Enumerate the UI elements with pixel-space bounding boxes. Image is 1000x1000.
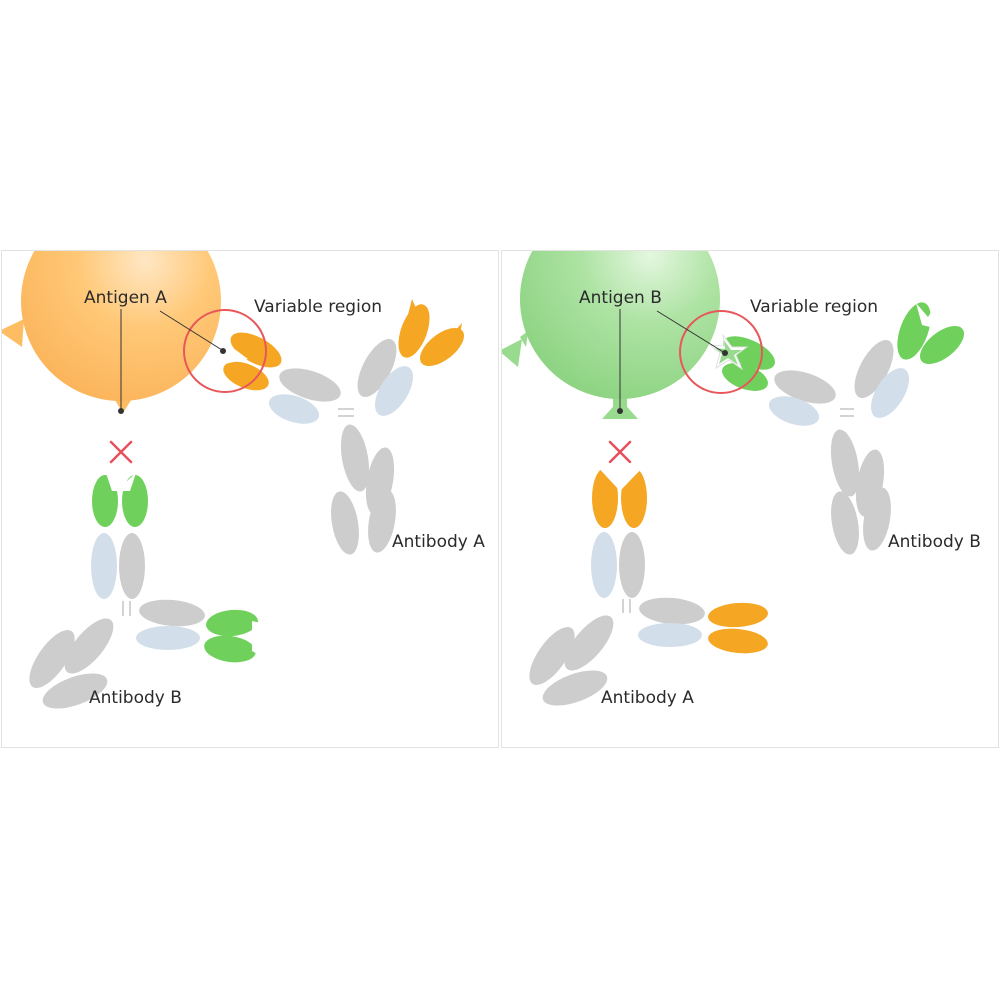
antibody-b-unbound bbox=[29, 469, 274, 709]
antigen-b bbox=[502, 251, 720, 419]
leader-dot bbox=[617, 408, 623, 414]
leader-dot bbox=[220, 348, 226, 354]
antigen-label: Antigen A bbox=[84, 288, 167, 308]
antigen-label: Antigen B bbox=[579, 288, 662, 308]
bound-antibody-label: Antibody A bbox=[392, 532, 485, 552]
highlight-circle-icon bbox=[679, 310, 763, 394]
highlight-circle-icon bbox=[183, 309, 267, 393]
panel-antigen-a: Antigen A Variable region Antibody A Ant… bbox=[1, 250, 499, 748]
no-binding-cross-icon bbox=[109, 440, 133, 464]
antibody-a-unbound bbox=[529, 463, 782, 706]
diagram-antigen-b bbox=[502, 251, 964, 706]
variable-region-label: Variable region bbox=[750, 297, 878, 317]
antibody-b-bound bbox=[708, 301, 964, 555]
leader-dot bbox=[118, 408, 124, 414]
leader-lines bbox=[120, 309, 223, 411]
unbound-antibody-label: Antibody B bbox=[89, 688, 182, 708]
no-binding-cross-icon bbox=[608, 440, 632, 464]
variable-region-label: Variable region bbox=[254, 297, 382, 317]
antigen-a bbox=[2, 251, 252, 413]
antibody-a-bound bbox=[215, 299, 464, 555]
leader-dot bbox=[722, 350, 728, 356]
leader-lines bbox=[619, 309, 726, 411]
unbound-antibody-label: Antibody A bbox=[601, 688, 694, 708]
diagram-antigen-a bbox=[2, 251, 464, 709]
bound-antibody-label: Antibody B bbox=[888, 532, 981, 552]
panel-antigen-b: Antigen B Variable region Antibody B Ant… bbox=[501, 250, 999, 748]
